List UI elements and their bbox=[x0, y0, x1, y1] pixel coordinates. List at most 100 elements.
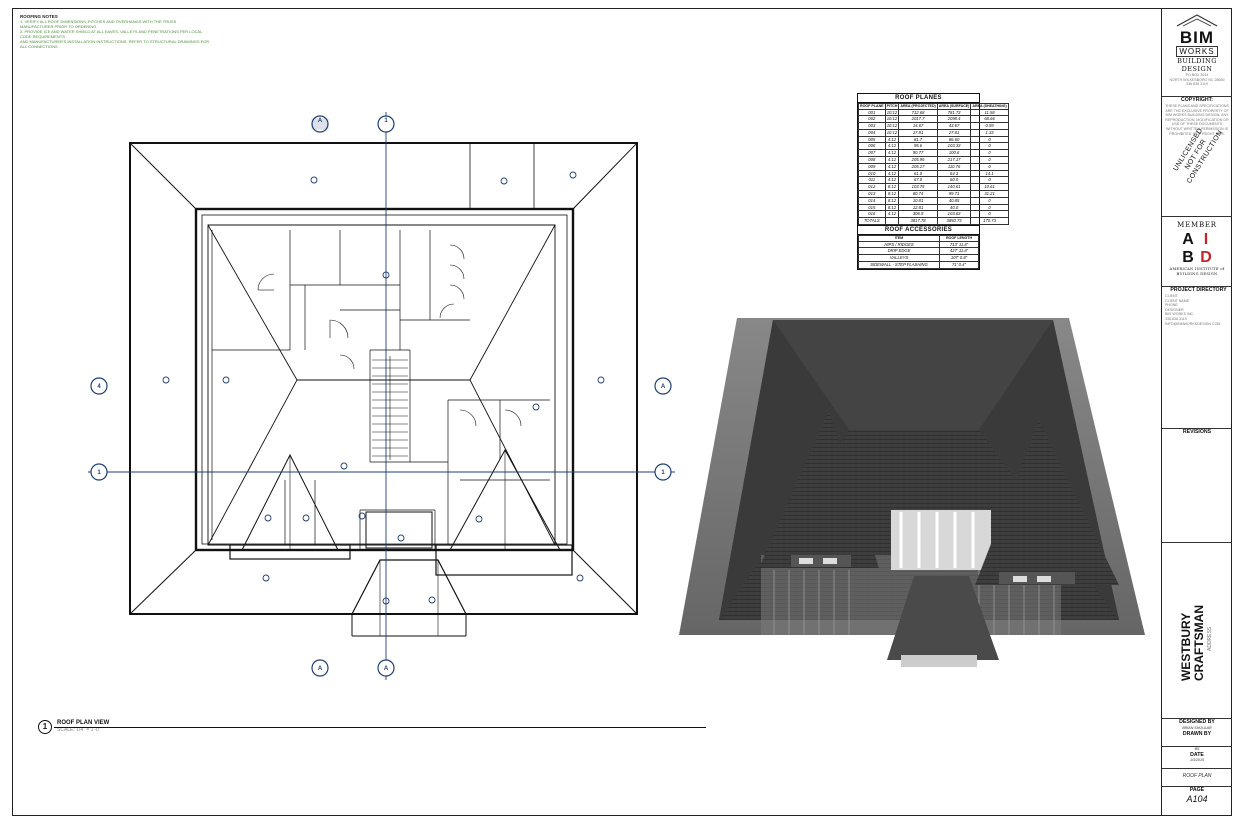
project-name-cell: WESTBURY CRAFTSMAN ADDRESS bbox=[1162, 543, 1232, 719]
roofing-notes: ROOFING NOTES 1. VERIFY ALL ROOF DIMENSI… bbox=[20, 14, 210, 49]
col-header: PITCH bbox=[884, 103, 900, 110]
firm-logo-cell: BIM WORKS BUILDING DESIGN PO BOX 3914 NO… bbox=[1162, 9, 1232, 97]
table-cell: 012 bbox=[858, 183, 886, 192]
table-cell: 0 bbox=[970, 135, 1009, 144]
copyright-cell: COPYRIGHT: THESE PLANS AND SPECIFICATION… bbox=[1162, 97, 1232, 217]
table-cell: 2017.7 bbox=[898, 115, 938, 124]
table-cell: 2098.4 bbox=[936, 115, 972, 124]
drawn-date-cell: BS DATE 1/3/2015 bbox=[1162, 747, 1232, 769]
table-cell: 10:12 bbox=[884, 115, 900, 124]
table-cell: 002 bbox=[858, 115, 886, 124]
grid-tag-label-6: 1 bbox=[661, 470, 665, 476]
table-cell: 011 bbox=[858, 176, 886, 185]
table-cell: 86.60 bbox=[936, 135, 972, 144]
table-cell: 17.81 bbox=[898, 128, 938, 137]
table-cell: 006 bbox=[858, 142, 886, 151]
table-cell: 205.17 bbox=[898, 162, 938, 171]
sheet-border bbox=[12, 8, 1232, 816]
table-cell: 140.61 bbox=[936, 183, 972, 192]
table-cell: 306.9 bbox=[898, 210, 938, 219]
table-cell: 3850.73 bbox=[936, 217, 972, 226]
drawn-by-value: BS bbox=[1194, 747, 1200, 751]
directory-line: 336.838.3119 bbox=[1165, 316, 1187, 321]
table-cell: 4:12 bbox=[884, 176, 900, 185]
table-cell: 90.77 bbox=[898, 149, 938, 158]
page-label: PAGE bbox=[1189, 787, 1205, 793]
table-cell: 10:12 bbox=[884, 122, 900, 130]
table-cell: 016 bbox=[858, 210, 886, 219]
title-block: BIM WORKS BUILDING DESIGN PO BOX 3914 NO… bbox=[1161, 9, 1232, 815]
table-cell: 713' 11.8" bbox=[939, 240, 979, 249]
table-cell: 0 bbox=[970, 203, 1009, 212]
table-cell: 103.75 bbox=[898, 183, 938, 192]
table-cell: 3817.78 bbox=[898, 217, 938, 226]
table-cell: 0 bbox=[970, 142, 1009, 151]
table-cell: 95.6 bbox=[898, 142, 938, 151]
aibd-letter-i: I bbox=[1203, 231, 1209, 248]
table-cell: HIPS / RIDGES bbox=[857, 240, 941, 249]
member-cell: MEMBER A I B D AMERICAN INSTITUTE of BUI… bbox=[1162, 217, 1232, 287]
roof-planes-title: ROOF PLANES bbox=[858, 94, 979, 103]
directory-title: PROJECT DIRECTORY bbox=[1170, 287, 1227, 293]
table-cell: 4:12 bbox=[884, 142, 900, 151]
firm-logo-bim: BIM bbox=[1179, 28, 1215, 47]
view-number: 1 bbox=[38, 720, 52, 734]
drawn-by-label: DRAWN BY bbox=[1182, 730, 1212, 737]
grid-tags bbox=[90, 115, 672, 677]
directory-line: CLIENT NAME bbox=[1165, 298, 1190, 303]
grid-tag-label-2: 1 bbox=[384, 118, 388, 124]
table-cell: 781.73 bbox=[936, 108, 972, 117]
copyright-title: COPYRIGHT: bbox=[1181, 97, 1213, 103]
designed-by-cell: DESIGNED BY BRIAN SHOULAR DRAWN BY bbox=[1162, 719, 1232, 747]
roofing-note-1: 1. VERIFY ALL ROOF DIMENSIONS, PITCHES A… bbox=[20, 19, 177, 29]
roofing-note-2: 2. PROVIDE ICE AND WATER SHIELD AT ALL E… bbox=[20, 29, 203, 39]
directory-line: BIM WORKS INC. bbox=[1165, 312, 1195, 317]
revisions-cell: REVISIONS bbox=[1162, 429, 1232, 543]
grid-tag-label-1: A bbox=[318, 118, 323, 124]
table-cell: 427' 11.8" bbox=[939, 247, 979, 256]
table-cell: 007 bbox=[858, 149, 886, 158]
member-label: MEMBER bbox=[1177, 221, 1217, 229]
view-scale: SCALE: 1/4" = 1'-0" bbox=[57, 727, 101, 733]
table-cell: 14.67 bbox=[898, 122, 938, 130]
view-label: 1 ROOF PLAN VIEW SCALE: 1/4" = 1'-0" bbox=[38, 720, 109, 734]
table-cell: 0 bbox=[970, 176, 1009, 185]
table-cell: TOTALS bbox=[858, 217, 886, 226]
directory-line: DESIGNER bbox=[1165, 307, 1184, 312]
table-cell: 40.85 bbox=[936, 196, 972, 205]
table-cell: VALLEYS bbox=[857, 254, 941, 262]
table-cell: 27.81 bbox=[936, 128, 972, 137]
table-cell: 81.7 bbox=[898, 135, 938, 144]
table-cell: 61.0 bbox=[898, 169, 938, 178]
designed-by-label: DESIGNED BY bbox=[1179, 719, 1215, 725]
view-title-line bbox=[54, 727, 706, 728]
sheet-title-value: ROOF PLAN bbox=[1182, 773, 1212, 779]
project-address: ADDRESS bbox=[1207, 626, 1213, 651]
table-cell: 004 bbox=[858, 128, 886, 137]
roof-accessories-title: ROOF ACCESSORIES bbox=[858, 226, 979, 235]
table-cell: 001 bbox=[858, 108, 886, 117]
firm-contact-1: PO BOX 3914 bbox=[1185, 73, 1209, 77]
table-cell: 205.95 bbox=[898, 156, 938, 164]
directory-line: PHONE bbox=[1165, 303, 1178, 308]
page-number: A104 bbox=[1186, 794, 1208, 804]
wall-outline bbox=[194, 207, 575, 552]
table-cell: 64.3 bbox=[936, 169, 972, 178]
table-cell: 217.17 bbox=[936, 156, 972, 164]
firm-contact-2: NORTH WILKESBORO NC 28659 bbox=[1169, 77, 1225, 82]
revisions-title: REVISIONS bbox=[1182, 429, 1212, 435]
